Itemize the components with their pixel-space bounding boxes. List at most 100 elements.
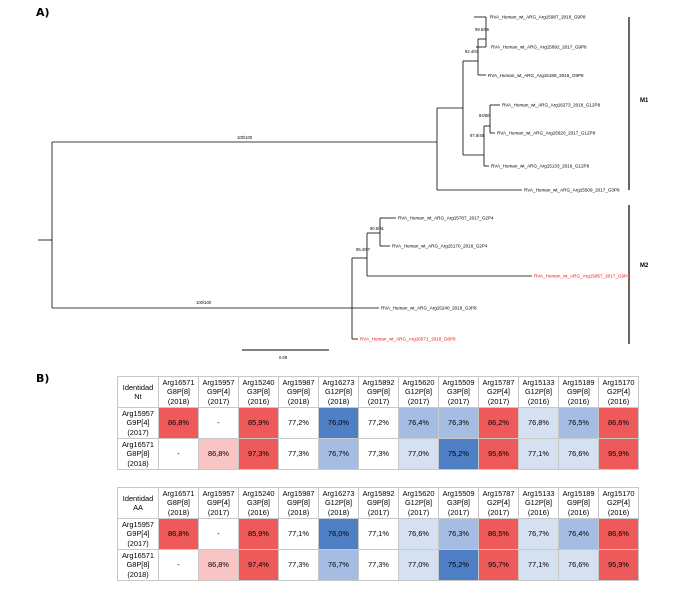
tip-label: RVA_Human_wt_ARG_Arg16571_2018_G8P8 (360, 337, 456, 342)
identity-cell: 76,5% (558, 407, 599, 439)
header-line: (2018) (167, 396, 190, 406)
identity-cell: 77,1% (518, 438, 559, 470)
header-line: Arg15170 (602, 488, 635, 498)
tip-label: RVA_Human_wt_ARG_Arg15189_2016_G9P8 (488, 73, 584, 78)
header-line: G12P[8] (404, 498, 433, 508)
identity-cell: 77,3% (358, 438, 399, 470)
identity-cell: 76,3% (438, 518, 479, 550)
header-line: (2016) (527, 507, 550, 517)
identity-cell: 77,3% (358, 549, 399, 581)
header-line: AA (133, 503, 143, 512)
identity-cell: - (158, 438, 199, 470)
header-line: G9P[8] (286, 387, 310, 397)
header-line: G2P[4] (486, 498, 510, 508)
identity-cell: 76,6% (398, 518, 439, 550)
identity-cell: 95,9% (598, 549, 639, 581)
identity-cell: 97,4% (238, 549, 279, 581)
identity-cell: - (198, 407, 239, 439)
header-line: (2017) (407, 396, 430, 406)
header-line: (2016) (247, 507, 270, 517)
identity-cell: 76,6% (558, 438, 599, 470)
header-line: (2016) (607, 396, 630, 406)
header-line: G8P[8] (166, 387, 190, 397)
header-line: (2017) (127, 538, 149, 548)
header-line: (2017) (447, 396, 470, 406)
header-line: G9P[8] (366, 498, 390, 508)
identity-cell: 77,3% (278, 438, 319, 470)
header-line: Arg15787 (482, 488, 515, 498)
identity-cell: 77,2% (358, 407, 399, 439)
header-line: Arg15189 (562, 377, 595, 387)
header-line: Arg15892 (362, 377, 395, 387)
identity-cell: 77,1% (358, 518, 399, 550)
support-value: 92.4/91 (465, 49, 480, 54)
header-line: (2018) (127, 569, 149, 579)
header-line: G9P[4] (206, 498, 230, 508)
tip-labels: RVA_Human_wt_ARG_Arg15987_2018_G9P8 RVA_… (360, 15, 630, 342)
header-line: G12P[8] (324, 498, 353, 508)
support-value: 84/80 (479, 113, 490, 118)
header-line: G3P[8] (446, 387, 470, 397)
identity-cell: 77,0% (398, 438, 439, 470)
header-line: G2P[4] (486, 387, 510, 397)
support-value: 97.8/46 (470, 133, 485, 138)
identity-cell: 77,3% (278, 549, 319, 581)
scale-bar-label: 0.09 (279, 355, 288, 360)
header-line: Arg15133 (522, 377, 555, 387)
header-line: (2017) (207, 396, 230, 406)
header-line: (2017) (367, 507, 390, 517)
tip-label: RVA_Human_wt_ARG_Arg15987_2018_G9P8 (490, 15, 586, 20)
identity-cell: 86,8% (198, 549, 239, 581)
header-line: G3P[8] (446, 498, 470, 508)
identity-cell: 75,2% (438, 549, 479, 581)
header-line: Arg15987 (282, 377, 315, 387)
tip-label: RVA_Human_wt_ARG_Arg15133_2016_G12P8 (491, 164, 590, 169)
panel-a-label: A) (36, 6, 50, 19)
header-line: Arg15240 (242, 488, 275, 498)
identity-cell: 86,8% (158, 407, 199, 439)
tip-label: RVA_Human_wt_ARG_Arg15892_2017_G9P8 (491, 45, 587, 50)
identity-cell: 76,7% (318, 549, 359, 581)
identity-cell: 86,5% (478, 518, 519, 550)
header-line: Arg16571 (162, 377, 195, 387)
identity-cell: 85,9% (238, 518, 279, 550)
header-line: (2016) (567, 507, 590, 517)
identity-cell: 76,6% (558, 549, 599, 581)
header-line: Arg15787 (482, 377, 515, 387)
header-line: G9P[8] (366, 387, 390, 397)
identity-cell: 76,4% (398, 407, 439, 439)
header-line: (2016) (527, 396, 550, 406)
identity-cell: 85,9% (238, 407, 279, 439)
identity-cell: 76,4% (558, 518, 599, 550)
header-line: G9P[4] (126, 529, 150, 539)
header-line: G9P[8] (566, 387, 590, 397)
clade-label-m2: M2 (640, 263, 649, 269)
header-line: (2018) (127, 458, 149, 468)
header-line: G12P[8] (404, 387, 433, 397)
identity-cell: 76,8% (518, 407, 559, 439)
header-line: Arg16571 (121, 550, 155, 560)
tip-label: RVA_Human_wt_ARG_Arg15957_2017_G9P4 (534, 274, 630, 279)
identity-cell: 76,0% (318, 518, 359, 550)
header-line: G8P[8] (166, 498, 190, 508)
header-line: G12P[8] (324, 387, 353, 397)
identity-cell: 95,9% (598, 438, 639, 470)
header-line: Arg15509 (442, 488, 475, 498)
